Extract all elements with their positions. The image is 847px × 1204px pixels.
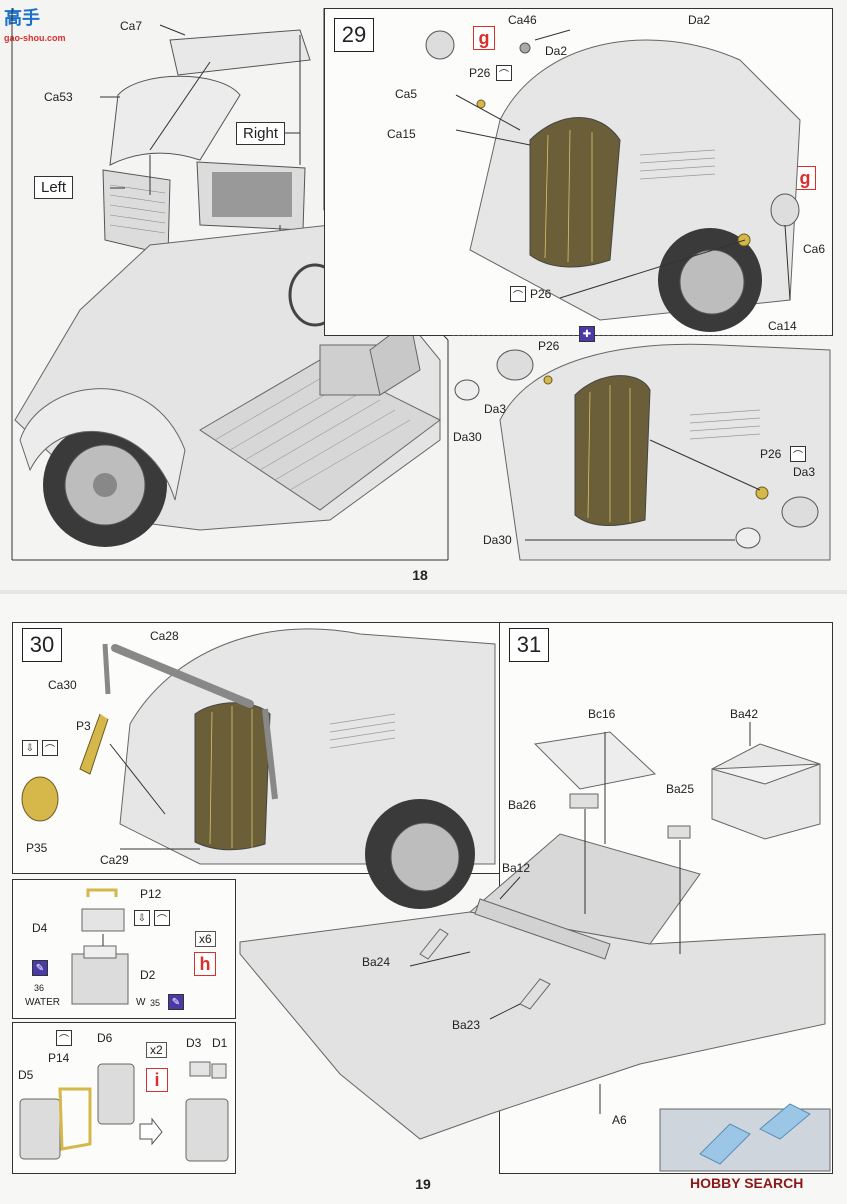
label-d1: D1 [212, 1036, 228, 1050]
label-ca28: Ca28 [150, 629, 179, 643]
color-callout-g-top: g [473, 26, 495, 50]
page-number-19: 19 [415, 1176, 431, 1192]
label-ba24: Ba24 [362, 955, 391, 969]
site-logo: 高手 gao-shou.com [4, 4, 66, 44]
cut-icon: ⇩ [22, 740, 38, 756]
label-ba25: Ba25 [666, 782, 695, 796]
step-30-number: 30 [22, 628, 62, 662]
glue-icon-p14: ⌒ [56, 1030, 72, 1046]
label-p26-lower: P26 [538, 339, 560, 353]
label-p3: P3 [76, 719, 91, 733]
detail-view-icon: ✚ [579, 326, 595, 342]
color-callout-i: i [146, 1068, 168, 1092]
label-da3-left: Da3 [484, 402, 507, 416]
jerry-can-subpanel [12, 1022, 236, 1174]
label-w: W [136, 997, 146, 1008]
label-ca15: Ca15 [387, 127, 416, 141]
label-p26-bottom: P26 [530, 287, 552, 301]
label-p14: P14 [48, 1051, 70, 1065]
label-right-panel: Right [236, 122, 286, 145]
logo-text: 高手 [4, 8, 40, 28]
label-da2-mid: Da2 [545, 44, 568, 58]
glue-icon-p3: ⌒ [42, 740, 58, 756]
label-ca6: Ca6 [803, 242, 826, 256]
label-ba23: Ba23 [452, 1018, 481, 1032]
manual-page-18: 高手 gao-shou.com [0, 0, 847, 590]
color-callout-h: h [194, 952, 216, 976]
label-num-36: 36 [34, 983, 45, 993]
label-num-35: 35 [150, 998, 161, 1008]
label-ca14: Ca14 [768, 319, 797, 333]
label-d6: D6 [97, 1031, 113, 1045]
label-ca53: Ca53 [44, 90, 73, 104]
label-ba26: Ba26 [508, 798, 537, 812]
label-ba42: Ba42 [730, 707, 759, 721]
label-ca46: Ca46 [508, 13, 537, 27]
hobby-search-watermark: HOBBY SEARCH [690, 1175, 804, 1191]
color-callout-g-right: g [794, 166, 816, 190]
label-a6: A6 [612, 1113, 627, 1127]
glue-icon-p26-bottom: ⌒ [510, 286, 526, 302]
glue-icon-p12: ⌒ [154, 910, 170, 926]
label-water: WATER [25, 997, 60, 1008]
glue-icon-p26-right: ⌒ [790, 446, 806, 462]
label-ca29: Ca29 [100, 853, 129, 867]
label-p26-right: P26 [760, 447, 782, 461]
label-d5: D5 [18, 1068, 34, 1082]
label-da2-top: Da2 [688, 13, 711, 27]
label-ba12: Ba12 [502, 861, 531, 875]
step-30-panel [12, 622, 501, 874]
page-number-18: 18 [412, 567, 428, 583]
label-d3: D3 [186, 1036, 202, 1050]
count-x2: x2 [146, 1042, 167, 1058]
manual-page-19: 30 Ca28 Ca30 P3 ⇩ ⌒ P35 Ca29 [0, 590, 847, 1204]
label-d2: D2 [140, 968, 156, 982]
label-p35: P35 [26, 841, 48, 855]
step-28-drawing [11, 8, 449, 561]
label-ca30: Ca30 [48, 678, 77, 692]
decal-icon-36: ✎ [32, 960, 48, 976]
label-da30-bottom: Da30 [483, 533, 512, 547]
label-p12: P12 [140, 887, 162, 901]
label-p26-top: P26 [469, 66, 491, 80]
step-31-number: 31 [509, 628, 549, 662]
label-da3-right: Da3 [793, 465, 816, 479]
label-ca7: Ca7 [120, 19, 143, 33]
label-bc16: Bc16 [588, 707, 616, 721]
step-divider-dashed [452, 335, 830, 336]
decal-icon-35: ✎ [168, 994, 184, 1010]
glue-icon-p26-top: ⌒ [496, 65, 512, 81]
step-31-panel [499, 622, 833, 1174]
count-x6: x6 [195, 931, 216, 947]
step-29-panel [324, 8, 833, 336]
cut-icon-p12: ⇩ [134, 910, 150, 926]
step-29-number: 29 [334, 18, 374, 52]
label-d4: D4 [32, 921, 48, 935]
logo-subtext: gao-shou.com [4, 33, 66, 43]
label-left-panel: Left [34, 176, 74, 199]
label-da30-left: Da30 [453, 430, 482, 444]
label-ca5: Ca5 [395, 87, 418, 101]
